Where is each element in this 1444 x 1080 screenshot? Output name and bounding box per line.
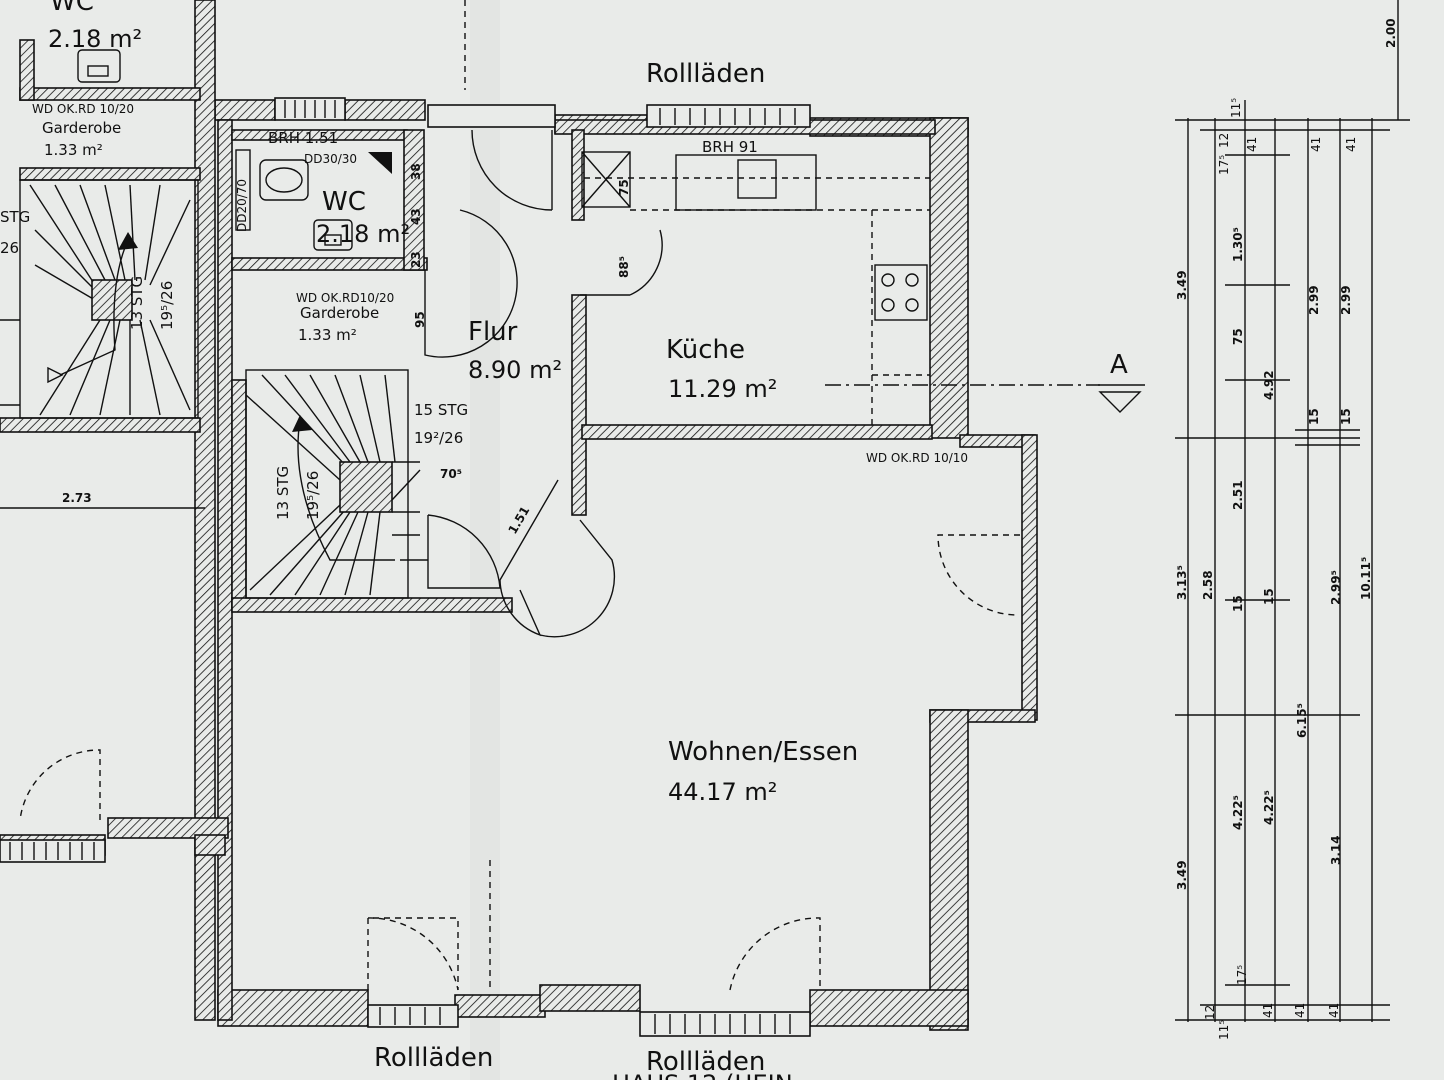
stair-main-steps2: 13 STG — [274, 466, 292, 520]
dim-col3-c: 2.51 — [1231, 480, 1245, 510]
dim-bottom-small-5: 41 — [1293, 1003, 1307, 1018]
stair-main-ratio: 19²/26 — [414, 429, 463, 447]
garderobe-left-area: 1.33 m² — [44, 141, 103, 159]
garderobe-main-note: WD OK.RD10/20 — [296, 291, 394, 305]
wc-main-area: 2.18 m² — [316, 220, 410, 248]
dim-top-small-5: 41 — [1309, 137, 1323, 152]
dim-col5-d: 3.14 — [1329, 835, 1343, 865]
kitchen-cabinets — [581, 151, 930, 428]
wc-top-left-name: WC — [50, 0, 94, 17]
flur-name: Flur — [468, 317, 518, 347]
brh-wc-label: BRH 1.51 — [268, 129, 338, 147]
garderobe-main-area: 1.33 m² — [298, 326, 357, 344]
stg-partial-number: 26 — [0, 239, 19, 257]
main-stair — [245, 369, 428, 599]
dim-col5-b: 15 — [1307, 408, 1321, 425]
dimension-text: 3.49 3.13⁵ 3.49 2.58 1.30⁵ 75 2.51 15 4.… — [1175, 18, 1398, 1040]
stair-left-ratio: 19⁵/26 — [158, 281, 176, 330]
dim-top-small-1: 12 — [1217, 133, 1231, 148]
garderobe-left-note: WD OK.RD 10/20 — [32, 102, 134, 116]
stair-left-steps: 13 STG — [128, 276, 146, 330]
garderobe-main-name: Garderobe — [300, 304, 379, 322]
dim-kitchen-door: 88⁵ — [617, 256, 631, 278]
dim-70: 70⁵ — [440, 467, 462, 481]
dim-top-small-6: 41 — [1344, 137, 1358, 152]
dim-col3-b: 75 — [1231, 328, 1245, 345]
kueche-name: Küche — [666, 335, 745, 365]
flur-area: 8.90 m² — [468, 356, 562, 384]
dim-bottom-small-6: 41 — [1327, 1003, 1341, 1018]
kueche-area: 11.29 m² — [668, 375, 777, 403]
wohnen-area: 44.17 m² — [668, 778, 777, 806]
dim-col6-a: 2.99 — [1339, 285, 1353, 315]
dim-col4-d: 6.15⁵ — [1295, 703, 1309, 738]
dim-col3-e: 4.22⁵ — [1231, 795, 1245, 830]
dim-col5-c: 2.99⁵ — [1329, 570, 1343, 605]
dim-col6-b: 15 — [1339, 408, 1353, 425]
dim-75: 75 — [617, 179, 631, 196]
left-stair — [0, 179, 199, 419]
wc-top-left-area: 2.18 m² — [48, 25, 142, 53]
dim-bottom-small-2: 12 — [1203, 1005, 1217, 1020]
dim-col4-a: 4.92 — [1262, 370, 1276, 400]
stg-partial-label: STG — [0, 208, 30, 226]
rolllaeden-top-label: Rollläden — [646, 59, 765, 89]
brh-kitchen-label: BRH 91 — [702, 138, 758, 156]
dim-left-width: 2.73 — [62, 491, 92, 505]
dim-bottom-small-4: 41 — [1261, 1003, 1275, 1018]
dim-top-small-2: 11⁵ — [1229, 98, 1243, 118]
section-line-a — [825, 384, 1145, 413]
wohnen-name: Wohnen/Essen — [668, 737, 858, 767]
dim-top-small-3: 17⁵ — [1217, 155, 1231, 175]
paper-fold — [470, 0, 500, 1080]
dim-col5-a: 2.99 — [1307, 285, 1321, 315]
windows — [0, 97, 811, 1037]
dim-bottom-small-1: 11⁵ — [1217, 1020, 1231, 1040]
wc-fixtures — [77, 49, 392, 251]
door-swings — [19, 0, 1020, 991]
wc-main-name: WC — [322, 187, 366, 217]
stair-main-ratio2: 19⁵/26 — [304, 471, 322, 520]
dim-top-small-4: 41 — [1245, 137, 1259, 152]
bottom-title-partial: HAUS 12 (HEIN — [612, 1070, 793, 1080]
dim-95: 95 — [413, 311, 427, 328]
dimension-lines — [1175, 0, 1410, 1022]
dim-col4-b: 15 — [1262, 588, 1276, 605]
dim-col7-a: 2.00 — [1384, 18, 1398, 48]
dim-43: 43 — [409, 208, 423, 225]
dim-col3-d: 15 — [1231, 595, 1245, 612]
dim-col1-b: 3.13⁵ — [1175, 565, 1189, 600]
stair-main-steps: 15 STG — [414, 401, 468, 419]
dim-bottom-small-3: 17⁵ — [1235, 965, 1249, 985]
dd-side-label: DD20/70 — [235, 179, 249, 232]
dim-col4-c: 4.22⁵ — [1262, 790, 1276, 825]
dim-col2-a: 2.58 — [1201, 570, 1215, 600]
dd-wc-label: DD30/30 — [304, 152, 357, 166]
section-marker-label: A — [1110, 350, 1128, 380]
dim-col1-c: 3.49 — [1175, 860, 1189, 890]
rolllaeden-bottom-right-label: Rollläden — [646, 1047, 765, 1077]
dim-23: 23 — [409, 251, 423, 268]
garderobe-left-name: Garderobe — [42, 119, 121, 137]
dim-38: 38 — [409, 163, 423, 180]
dim-col1-a: 3.49 — [1175, 270, 1189, 300]
dim-col6-c: 10.11⁵ — [1359, 557, 1373, 600]
dim-col3-a: 1.30⁵ — [1231, 227, 1245, 262]
rolllaeden-bottom-left-label: Rollläden — [374, 1043, 493, 1073]
wd-kitchen-label: WD OK.RD 10/10 — [866, 451, 968, 465]
